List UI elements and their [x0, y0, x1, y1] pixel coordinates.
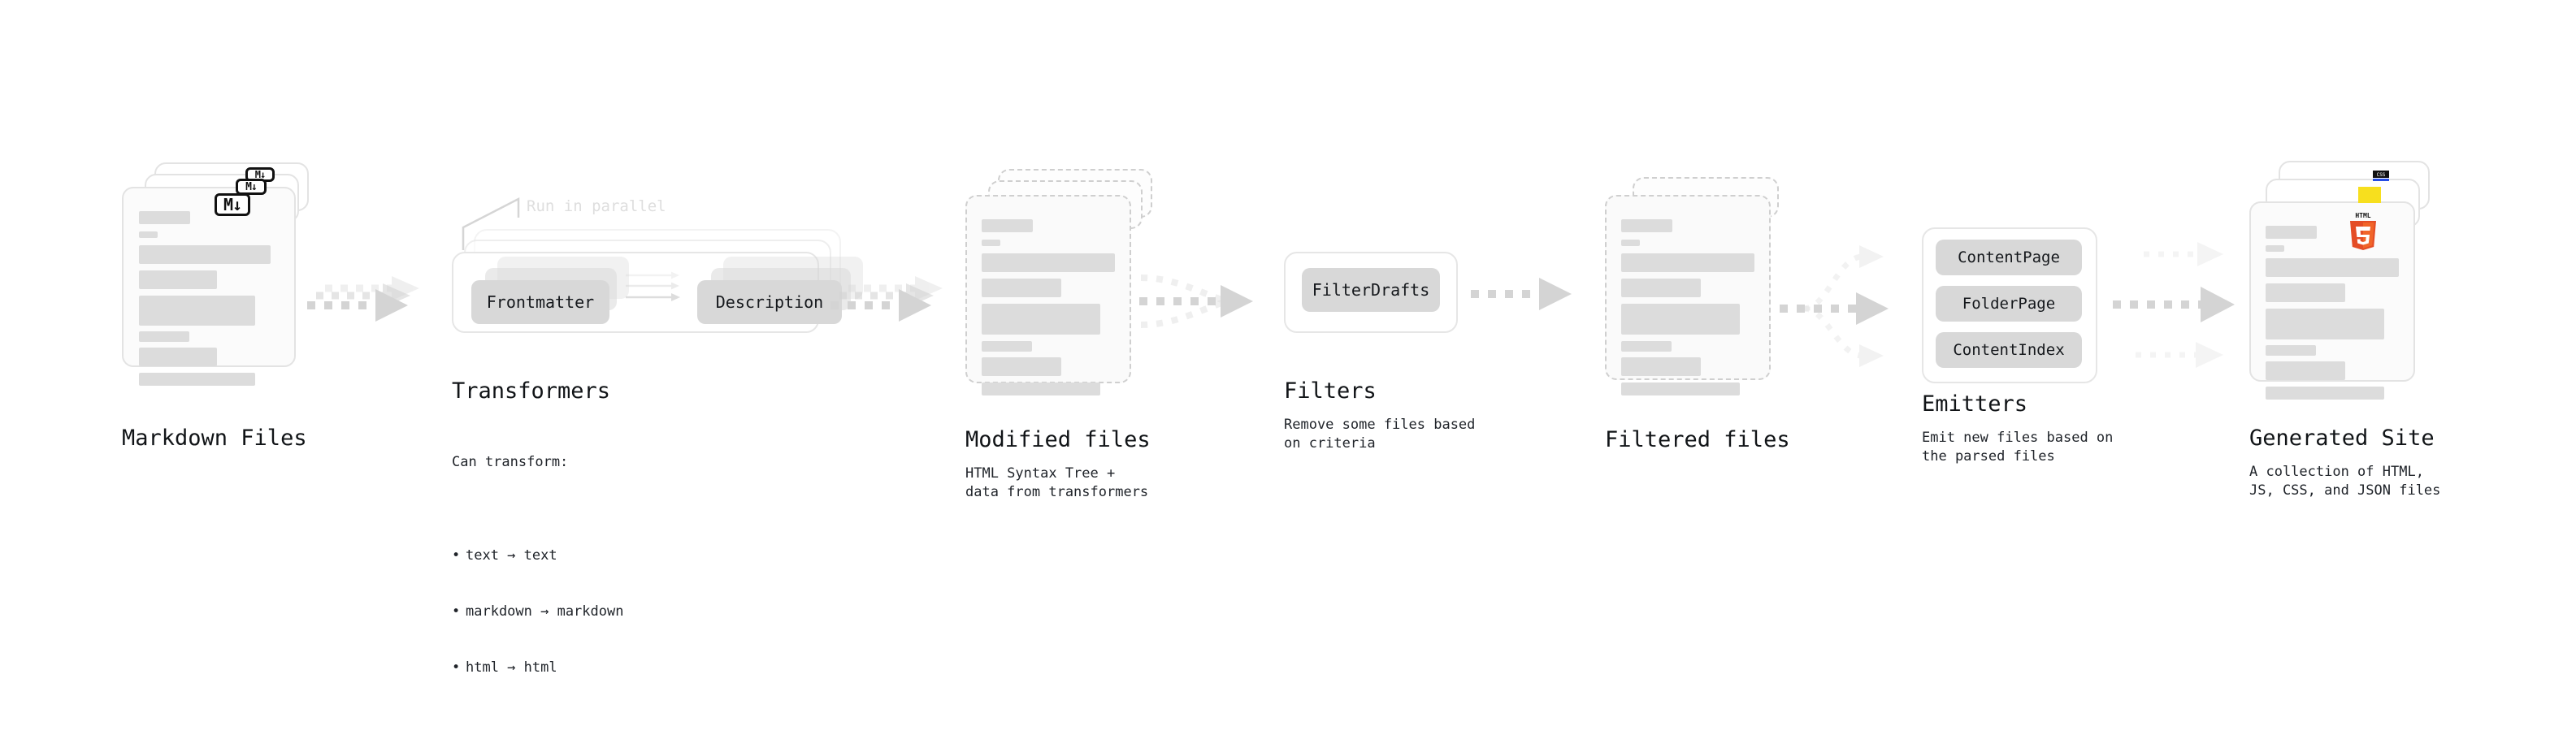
svg-text:HTML: HTML [2355, 212, 2370, 219]
modified-files-title: Modified files [965, 427, 1151, 452]
modified-files-subtitle: HTML Syntax Tree + data from transformer… [965, 465, 1149, 500]
transformer-inner-arrows [626, 268, 715, 325]
markdown-files-title: Markdown Files [122, 426, 307, 451]
transformers-capability-list: text → text markdown → markdown html → h… [452, 509, 624, 715]
run-in-parallel-label: Run in parallel [527, 197, 666, 215]
markdown-card-front [122, 187, 296, 386]
pill-filterdrafts[interactable]: FilterDrafts [1302, 268, 1440, 312]
generated-site-title: Generated Site [2249, 426, 2435, 451]
transform-item-0: text → text [452, 547, 623, 565]
markdown-badge-back-1: M↓ [236, 179, 267, 195]
site-card-front [2249, 201, 2415, 400]
filtered-files-title: Filtered files [1605, 427, 1790, 452]
pill-contentindex[interactable]: ContentIndex [1936, 332, 2082, 368]
transformers-subtitle: Can transform: text → text markdown → ma… [452, 416, 624, 752]
transformers-title: Transformers [452, 378, 611, 404]
filtered-card-front [1605, 195, 1771, 395]
pipeline-diagram: M↓ M↓ M↓ Markdown Files Run in parallel [0, 0, 2576, 681]
emitters-subtitle: Emit new files based on the parsed files [1922, 430, 2114, 465]
transform-item-1: markdown → markdown [452, 603, 624, 621]
arrow-filtered-to-emitters [1780, 236, 1926, 367]
emitters-title: Emitters [1922, 391, 2028, 417]
markdown-badge: M↓ [215, 193, 250, 216]
pill-contentpage[interactable]: ContentPage [1936, 240, 2082, 275]
arrow-modified-to-filters [1139, 268, 1286, 341]
pill-description[interactable]: Description [697, 280, 842, 324]
filters-title: Filters [1284, 378, 1377, 404]
generated-site-subtitle: A collection of HTML, JS, CSS, and JSON … [2249, 464, 2441, 499]
filters-subtitle: Remove some files based on criteria [1284, 417, 1476, 452]
arrow-filters-to-filtered [1471, 276, 1601, 325]
svg-text:CSS: CSS [2377, 172, 2386, 178]
javascript-icon [2358, 187, 2381, 203]
pill-frontmatter[interactable]: Frontmatter [471, 280, 609, 324]
transformers-subtitle-head: Can transform: [452, 454, 569, 470]
arrow-emitters-to-site [2113, 227, 2267, 382]
modified-card-front [965, 195, 1131, 395]
arrow-transformers-to-modified [830, 274, 977, 339]
run-in-parallel-bracket [462, 195, 559, 252]
arrow-markdown-to-transformers [307, 274, 453, 339]
html5-icon: HTML [2345, 210, 2381, 250]
transform-item-2: html → html [452, 659, 623, 677]
pill-folderpage[interactable]: FolderPage [1936, 286, 2082, 322]
css3-icon: CSS [2373, 171, 2389, 182]
